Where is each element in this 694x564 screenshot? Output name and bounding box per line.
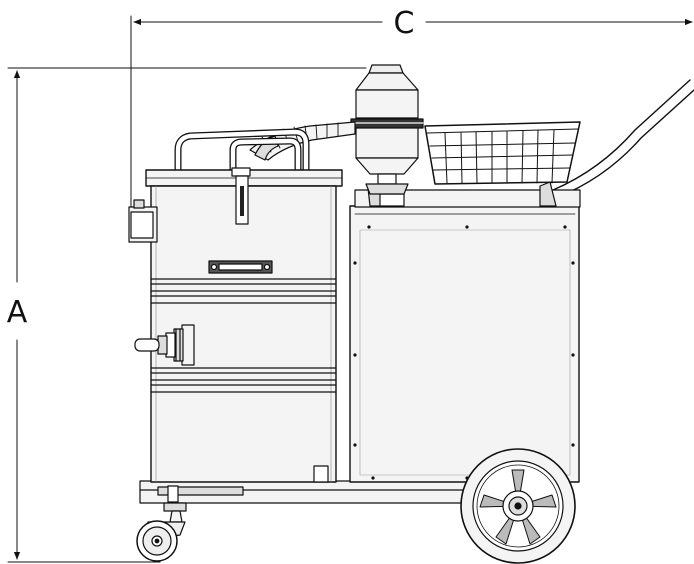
chassis-frame — [139, 480, 493, 504]
drum-carry-handle — [208, 260, 273, 274]
rear-wheel — [460, 448, 576, 564]
basket-support — [354, 181, 581, 208]
suction-inlet — [134, 324, 195, 366]
basket-grid — [429, 129, 576, 184]
lid-latch — [231, 167, 251, 225]
dimension-a-label: A — [7, 295, 28, 330]
cartridge-filter — [350, 64, 424, 195]
side-clamp — [128, 199, 158, 243]
lid-handle-pipes — [174, 128, 310, 176]
dimension-c-label: C — [394, 6, 415, 41]
drum-ribs — [150, 278, 337, 393]
dimension-a: A — [7, 67, 367, 563]
motor-housing — [349, 205, 580, 483]
housing-rivets — [353, 225, 575, 480]
swivel-caster — [136, 502, 187, 562]
collection-drum — [145, 169, 343, 483]
accessory-basket — [424, 121, 581, 185]
dimension-c: C — [130, 6, 693, 209]
